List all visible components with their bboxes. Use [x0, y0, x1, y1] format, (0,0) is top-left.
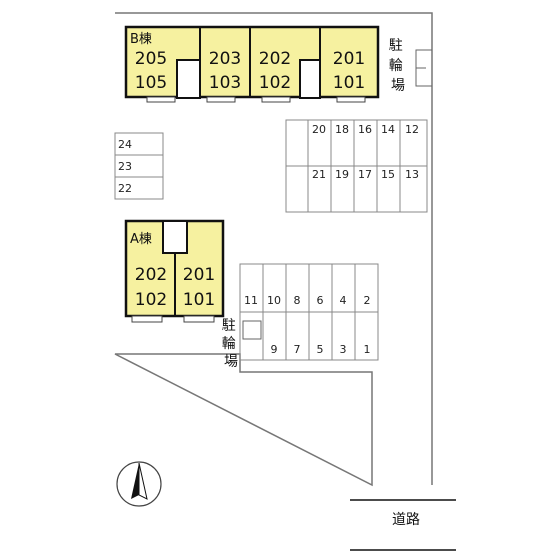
- building-a-label: A棟: [130, 232, 152, 247]
- building-b: B棟 205 105 203 103 202 102 201 101: [124, 25, 380, 103]
- bp-char: 駐: [389, 38, 403, 54]
- unit-lower: 103: [209, 73, 241, 93]
- parking-space-label: 2: [364, 294, 371, 307]
- parking-space-label: 7: [294, 343, 301, 356]
- unit-upper: 201: [183, 265, 215, 285]
- unit-upper: 202: [135, 265, 167, 285]
- parking-space-label: 3: [340, 343, 347, 356]
- road-label: 道路: [392, 512, 420, 528]
- unit-lower: 102: [259, 73, 291, 93]
- bicycle-parking-label: 駐 輪 場: [222, 318, 240, 370]
- parking-space-label: 18: [335, 123, 349, 136]
- parking-space-label: 6: [317, 294, 324, 307]
- building-a: A棟 202 102 201 101: [124, 219, 225, 323]
- parking-space-label: 12: [405, 123, 419, 136]
- parking-space-label: 17: [358, 168, 372, 181]
- building-b-label: B棟: [130, 32, 152, 47]
- unit-lower: 102: [135, 290, 167, 310]
- unit-upper: 205: [135, 49, 167, 69]
- bp-char: 場: [391, 78, 405, 94]
- bp-char: 場: [224, 354, 238, 370]
- bicycle-parking-lower: 駐 輪 場: [222, 318, 262, 370]
- parking-space-label: 1: [364, 343, 371, 356]
- bp-char: 輪: [389, 57, 403, 74]
- road: 道路: [350, 499, 456, 551]
- bp-char: 駐: [222, 318, 236, 334]
- parking-space-label: 11: [244, 294, 258, 307]
- bp-char: 輪: [222, 335, 236, 352]
- parking-space-label: 16: [358, 123, 372, 136]
- parking-space-label: 20: [312, 123, 326, 136]
- parking-space-label: 21: [312, 168, 326, 181]
- unit-upper: 203: [209, 49, 241, 69]
- parking-space-label: 22: [118, 182, 132, 195]
- unit-lower: 105: [135, 73, 167, 93]
- parking-left: 24 23 22: [114, 132, 164, 200]
- parking-upper: 20 18 16 14 12 21 19 17 15 13: [285, 119, 428, 213]
- unit-upper: 201: [333, 49, 365, 69]
- parking-space-label: 19: [335, 168, 349, 181]
- parking-space-label: 8: [294, 294, 301, 307]
- bicycle-parking-top: 駐 輪 場: [389, 38, 432, 94]
- unit-lower: 101: [183, 290, 215, 310]
- parking-lower: 11 10 8 6 4 2 9 7 5 3 1: [239, 263, 379, 361]
- parking-space-label: 13: [405, 168, 419, 181]
- parking-space-label: 10: [267, 294, 281, 307]
- unit-lower: 101: [333, 73, 365, 93]
- bicycle-parking-label: 駐 輪 場: [389, 38, 407, 94]
- parking-space-label: 24: [118, 138, 132, 151]
- parking-space-label: 5: [317, 343, 324, 356]
- parking-space-label: 4: [340, 294, 347, 307]
- unit-upper: 202: [259, 49, 291, 69]
- parking-space-label: 14: [381, 123, 395, 136]
- parking-space-label: 23: [118, 160, 132, 173]
- parking-space-label: 9: [271, 343, 278, 356]
- north-arrow-icon: [116, 461, 162, 507]
- parking-space-label: 15: [381, 168, 395, 181]
- site-boundary: [114, 12, 433, 487]
